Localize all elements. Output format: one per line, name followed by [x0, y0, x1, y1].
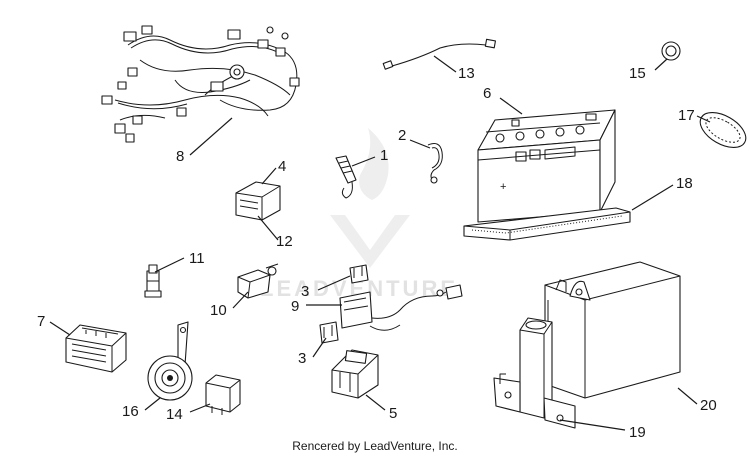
- callout-labels: 1 2 3 3 4 5 6 7 8 9 10 11 12 13 14 15 16…: [37, 65, 717, 441]
- wiring-harness: [101, 25, 300, 143]
- round-cap: [661, 41, 681, 61]
- fuse: [144, 264, 162, 298]
- watermark-logo: [330, 128, 410, 268]
- relay: [235, 181, 281, 221]
- reflector: [699, 112, 747, 148]
- callout-12: 12: [276, 233, 293, 250]
- relay-block: [205, 374, 241, 415]
- callout-19: 19: [629, 424, 646, 441]
- ground-wire: [382, 38, 496, 70]
- callout-11: 11: [189, 250, 205, 267]
- fuse-box: [331, 349, 379, 399]
- battery-tray: [463, 207, 631, 241]
- callout-8: 8: [176, 148, 184, 165]
- callout-20: 20: [700, 397, 717, 414]
- callout-10: 10: [210, 302, 227, 319]
- voltage-regulator: [65, 324, 127, 373]
- mounting-bracket: [493, 317, 576, 429]
- callout-1: 1: [380, 147, 388, 164]
- battery: +: [477, 109, 616, 223]
- callout-14: 14: [166, 406, 183, 423]
- spark-plug-cap: [335, 155, 357, 199]
- leader-lines: [49, 55, 711, 431]
- callout-3-upper: 3: [301, 283, 309, 300]
- callout-16: 16: [122, 403, 139, 420]
- callout-17: 17: [678, 107, 695, 124]
- callout-5: 5: [389, 405, 397, 422]
- fuse-holder-cap-lower: [319, 321, 339, 344]
- callout-4: 4: [278, 158, 286, 175]
- callout-2: 2: [398, 127, 406, 144]
- callout-9: 9: [291, 298, 299, 315]
- callout-3-lower: 3: [298, 350, 306, 367]
- connector: [237, 263, 279, 299]
- callout-18: 18: [676, 175, 693, 192]
- clip: [427, 143, 443, 184]
- svg-text:+: +: [500, 181, 506, 193]
- callout-6: 6: [483, 85, 491, 102]
- credit-line: Rencered by LeadVenture, Inc.: [292, 439, 458, 453]
- callout-7: 7: [37, 313, 45, 330]
- callout-13: 13: [458, 65, 475, 82]
- fuse-holder-cap-upper: [349, 264, 369, 284]
- horn: [147, 321, 193, 401]
- fuse-holder: [339, 284, 463, 331]
- callout-15: 15: [629, 65, 646, 82]
- control-unit: [544, 261, 681, 399]
